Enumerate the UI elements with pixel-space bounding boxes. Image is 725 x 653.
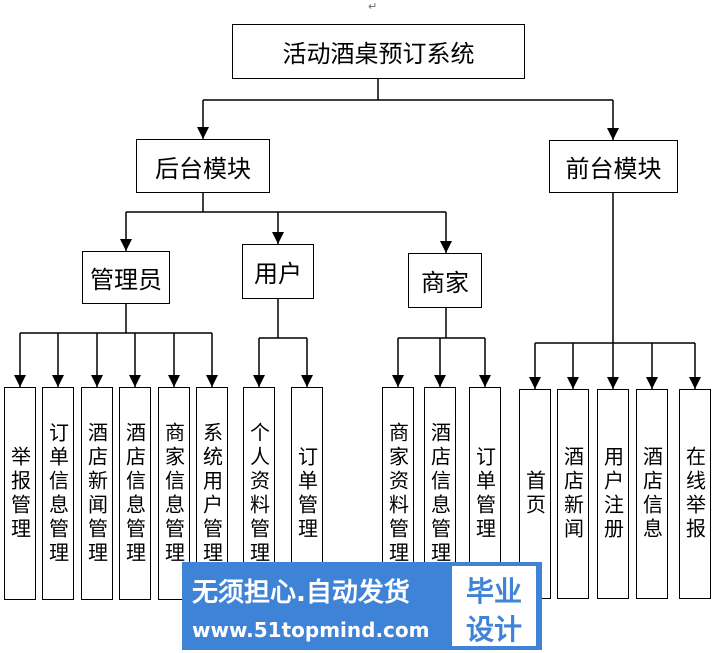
watermark-banner: 无须担心.自动发货 www.51topmind.com 毕业 设计 — [182, 562, 542, 650]
watermark-line1: 无须担心.自动发货 — [192, 578, 410, 608]
admin-item-hotel-info: 酒店信息管理 — [119, 387, 151, 600]
admin-node: 管理员 — [82, 251, 170, 304]
watermark-badge: 毕业 设计 — [452, 566, 536, 646]
watermark-url: www.51topmind.com — [192, 618, 430, 642]
admin-item-report: 举报管理 — [4, 387, 36, 600]
user-node: 用户 — [242, 244, 314, 299]
admin-item-order-info: 订单信息管理 — [42, 387, 74, 600]
backend-module-node: 后台模块 — [136, 139, 270, 193]
frontend-item-hotel-info: 酒店信息 — [636, 389, 668, 599]
frontend-item-register: 用户注册 — [597, 389, 629, 599]
admin-item-merchant-info: 商家信息管理 — [158, 387, 190, 600]
frontend-module-node: 前台模块 — [549, 140, 678, 193]
merchant-node: 商家 — [408, 253, 482, 308]
frontend-item-hotel-news: 酒店新闻 — [557, 389, 589, 599]
root-node: 活动酒桌预订系统 — [232, 24, 525, 79]
paragraph-mark: ↵ — [368, 0, 378, 13]
admin-item-hotel-news: 酒店新闻管理 — [81, 387, 113, 600]
frontend-item-online-report: 在线举报 — [679, 389, 711, 599]
